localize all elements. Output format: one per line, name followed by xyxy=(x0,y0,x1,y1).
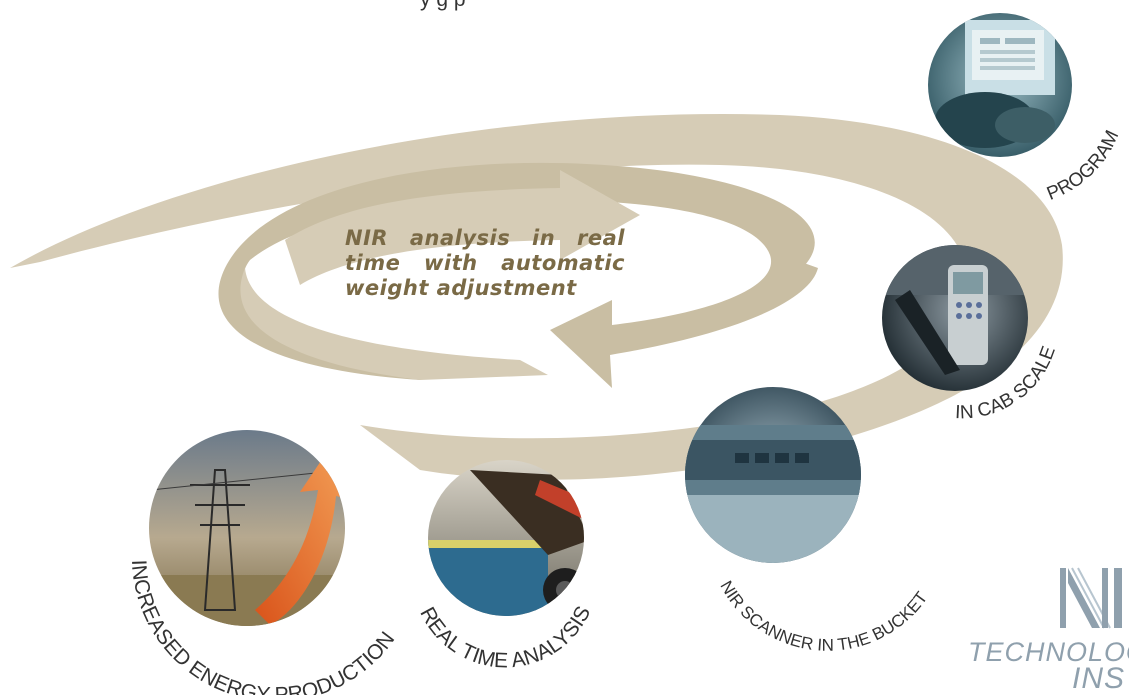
center-caption: NIR analysis in real time with automatic… xyxy=(345,226,625,300)
logo-text-line2: INS xyxy=(1072,662,1126,695)
program-photo xyxy=(928,13,1072,157)
logo-mark xyxy=(1060,567,1122,629)
label-scanner: NIR SCANNER IN THE BUCKET xyxy=(716,578,931,655)
logo-text-line1: TECHNOLOG xyxy=(968,637,1129,667)
cab-scale-photo xyxy=(882,245,1028,391)
energy-photo xyxy=(149,430,345,626)
label-program: PROGRAM xyxy=(1044,127,1123,205)
swirl-arrow-tail xyxy=(240,268,548,380)
inner-swirl-arrow xyxy=(218,162,818,388)
outer-swirl-arrow xyxy=(10,113,1063,480)
analysis-photo xyxy=(428,460,584,616)
swirl-arrow-head xyxy=(285,170,640,285)
top-partial-text: y g p xyxy=(420,0,466,12)
